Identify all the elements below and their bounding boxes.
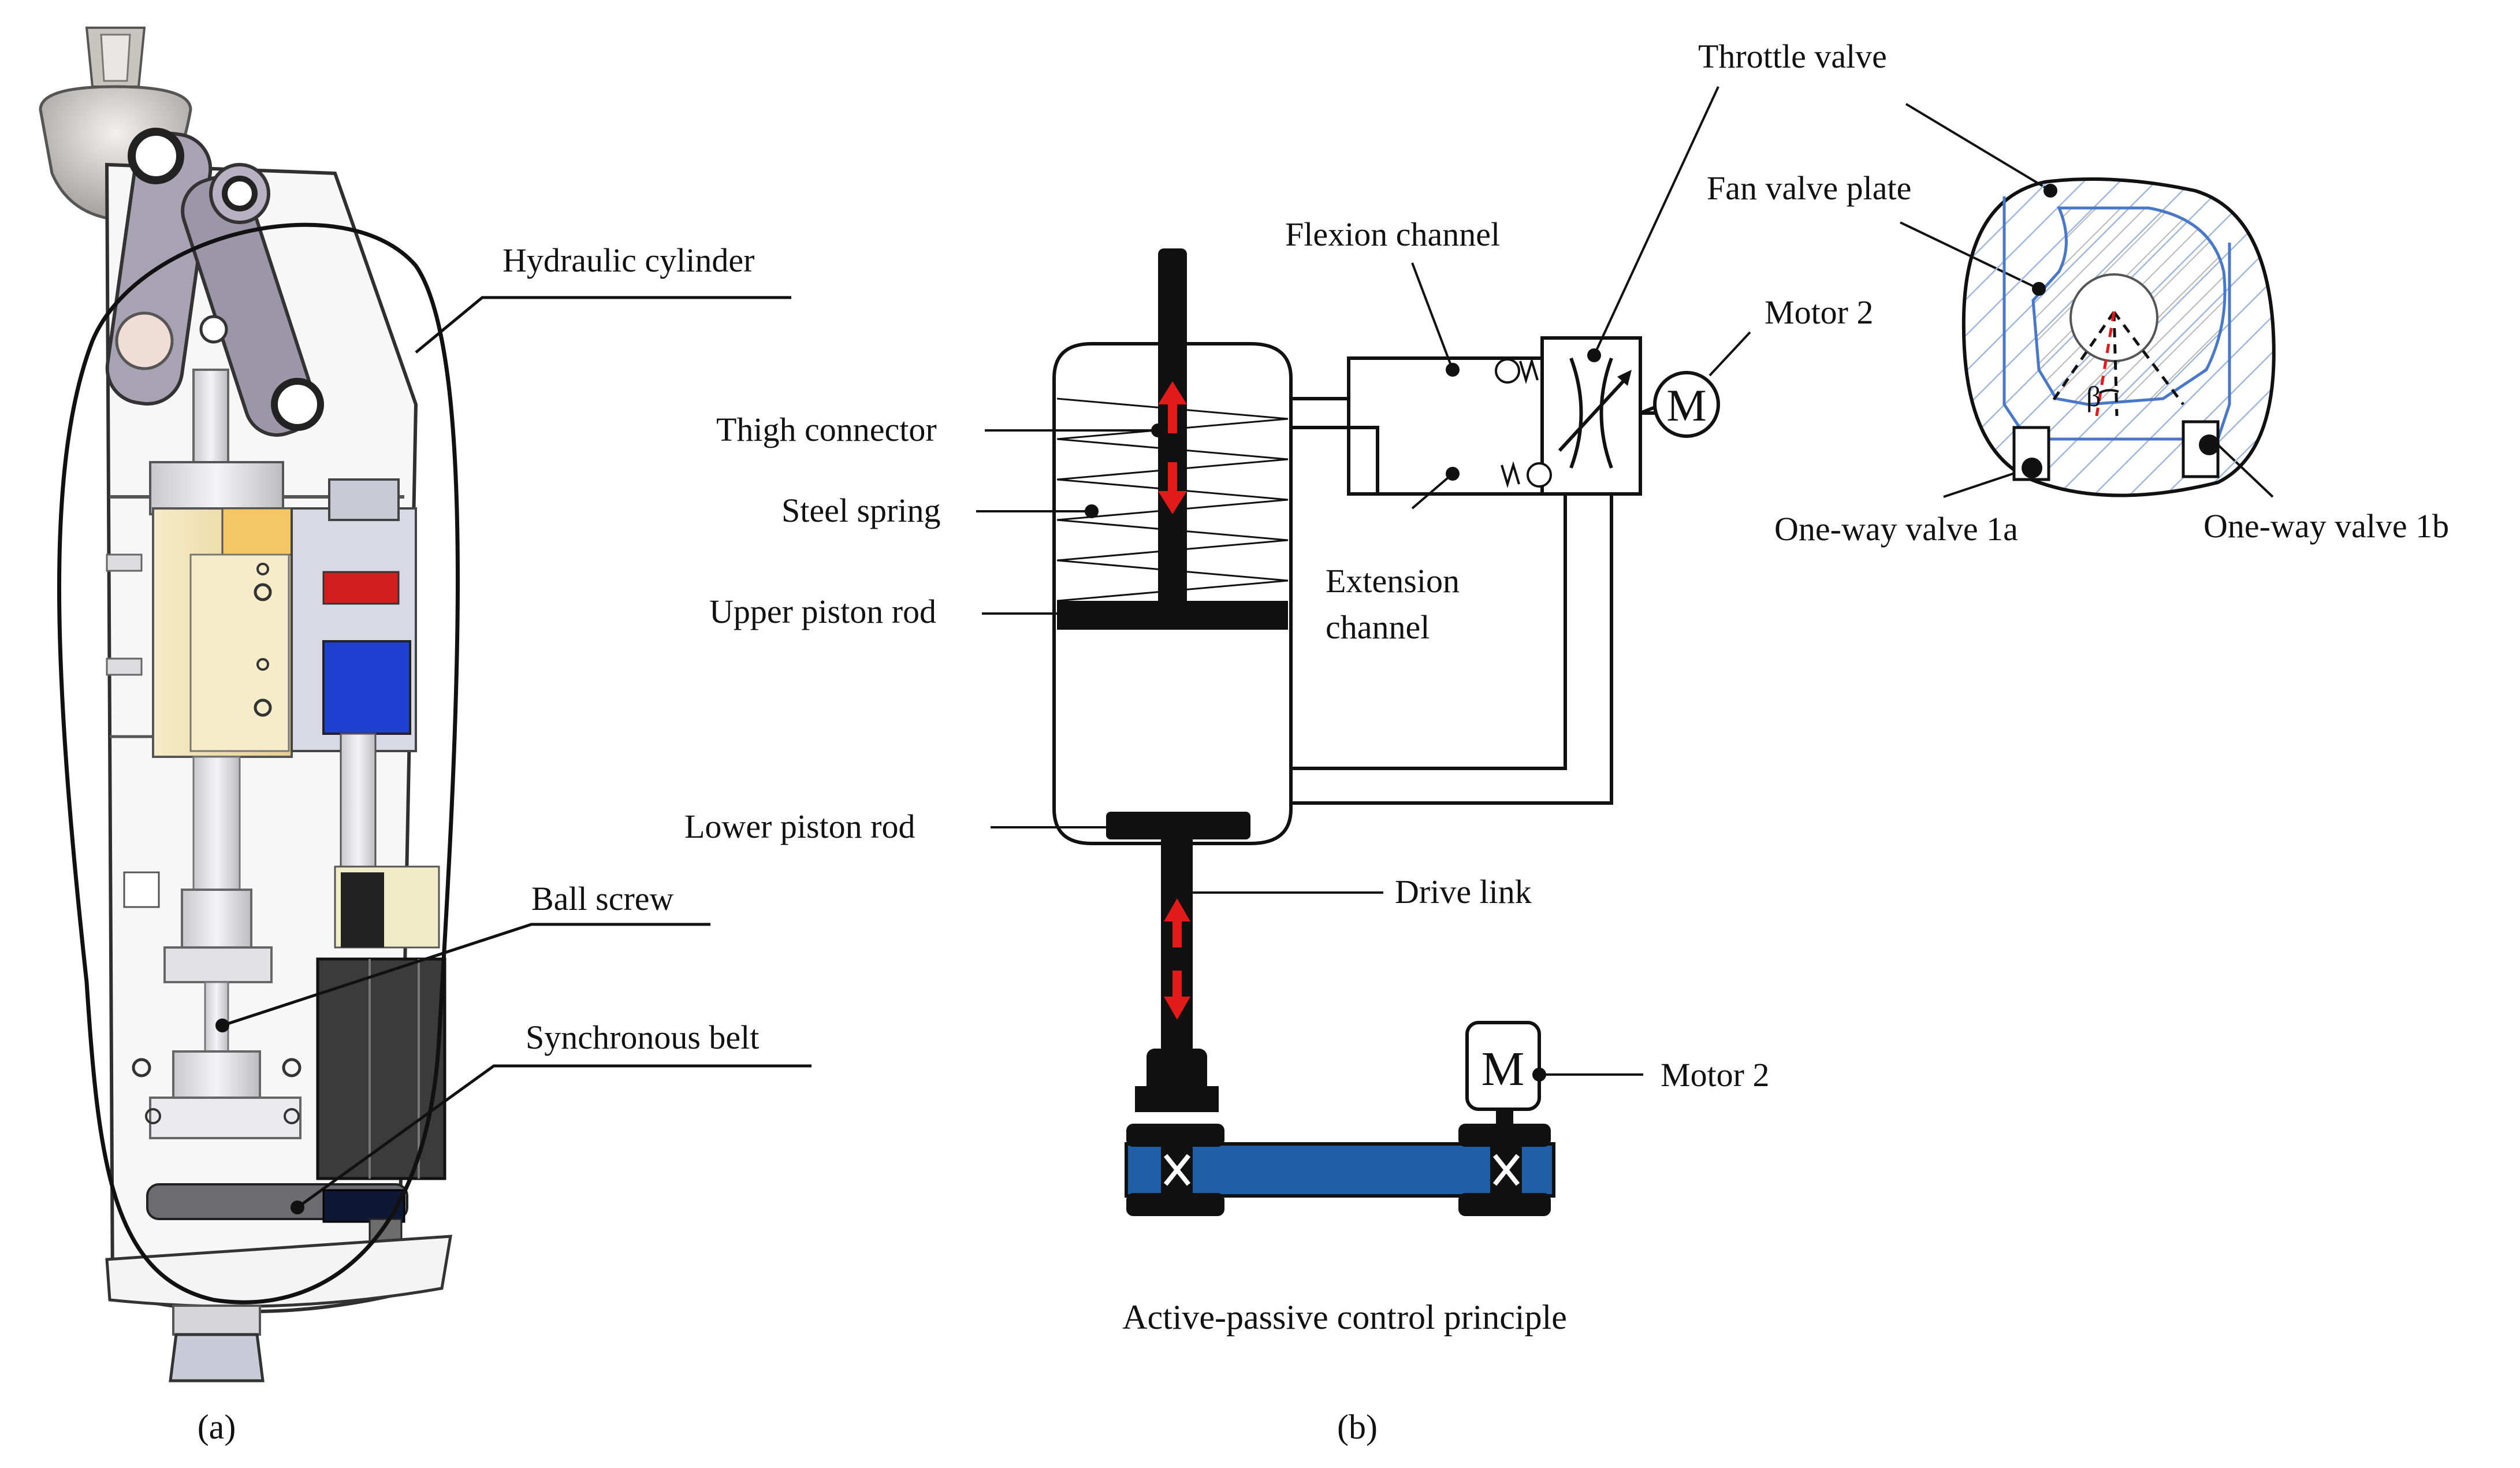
upper-piston — [1057, 601, 1288, 630]
extension-check-valve — [1501, 461, 1552, 488]
motor-bottom-box — [1465, 1021, 1541, 1111]
flexion-check-valve — [1495, 357, 1539, 384]
label-extension-channel-2: channel — [1326, 608, 1430, 646]
label-throttle-valve: Throttle valve — [1698, 38, 1887, 75]
label-ball-screw: Ball screw — [531, 880, 674, 917]
title-active-passive: Active-passive control principle — [1122, 1298, 1567, 1336]
label-upper-piston-rod: Upper piston rod — [709, 593, 936, 630]
label-synchronous-belt: Synchronous belt — [526, 1019, 759, 1056]
label-extension-channel-1: Extension — [1326, 562, 1460, 600]
panel-b-leaders — [976, 86, 2274, 1076]
label-fan-valve-plate: Fan valve plate — [1707, 169, 1911, 207]
label-motor2-bottom: Motor 2 — [1661, 1056, 1770, 1094]
motor-bottom-symbol: M — [1482, 1042, 1525, 1096]
pulley-x-marks — [1163, 1154, 1520, 1186]
lower-piston — [1106, 812, 1250, 839]
fan-valve-section — [1961, 177, 2276, 497]
label-thigh-connector: Thigh connector — [716, 411, 937, 448]
label-steel-spring: Steel spring — [781, 492, 940, 529]
label-one-way-valve-1b: One-way valve 1b — [2203, 507, 2449, 545]
valve-arrowhead — [1617, 370, 1632, 386]
label-motor2-top: Motor 2 — [1765, 293, 1874, 331]
panel-a-leaders — [222, 296, 812, 1209]
ball-screw-dot — [215, 1019, 229, 1032]
belt — [1125, 1142, 1555, 1198]
sync-belt-dot — [291, 1201, 304, 1214]
motor-top-symbol: M — [1666, 380, 1706, 430]
drive-link-rod — [1161, 839, 1193, 1088]
caption-a: (a) — [198, 1408, 236, 1446]
beta-symbol: β — [2086, 380, 2101, 412]
label-one-way-valve-1a: One-way valve 1a — [1774, 510, 2018, 548]
panel-a-prosthesis-render — [39, 27, 460, 1382]
caption-b: (b) — [1337, 1408, 1378, 1446]
label-hydraulic-cylinder: Hydraulic cylinder — [502, 241, 754, 279]
panel-b-leader-dots — [1085, 348, 1601, 1082]
label-flexion-channel: Flexion channel — [1285, 215, 1500, 253]
label-lower-piston-rod: Lower piston rod — [684, 808, 915, 845]
label-drive-link: Drive link — [1395, 873, 1532, 910]
red-motion-arrows — [1158, 381, 1190, 1020]
